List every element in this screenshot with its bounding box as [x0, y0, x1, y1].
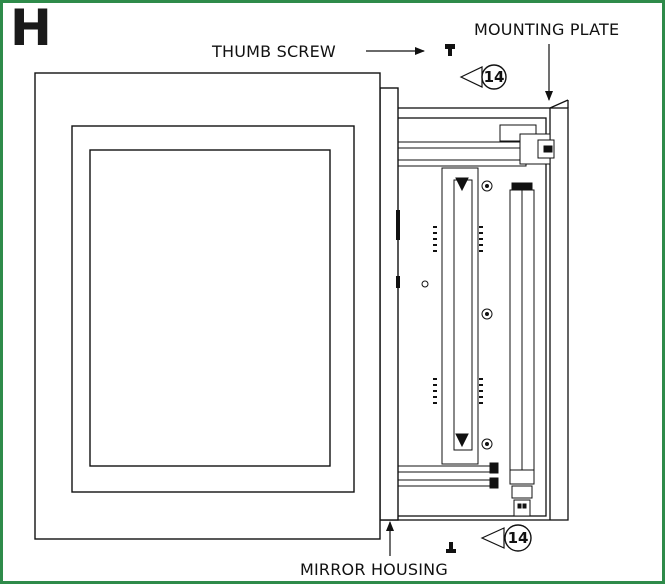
- mounting-plate-label: MOUNTING PLATE: [474, 20, 620, 39]
- thumb-screw-icon: [445, 44, 455, 56]
- fluorescent-tube: [509, 182, 535, 517]
- vent-slots: [433, 226, 483, 404]
- callout-14-bottom: 14: [480, 524, 532, 552]
- top-rails: [395, 124, 555, 167]
- bottom-thumb-screw-icon: [446, 542, 456, 553]
- mirror-housing: [34, 72, 400, 540]
- thumb-screw-label: THUMB SCREW: [212, 42, 336, 61]
- step-letter: H: [10, 0, 52, 57]
- callout-14-top-number: 14: [484, 68, 505, 86]
- mounting-holes: [421, 180, 493, 450]
- callout-14-bottom-number: 14: [508, 529, 529, 547]
- mirror-housing-label: MIRROR HOUSING: [300, 560, 448, 579]
- ballast: [441, 167, 479, 465]
- callout-14-top: 14: [459, 64, 507, 90]
